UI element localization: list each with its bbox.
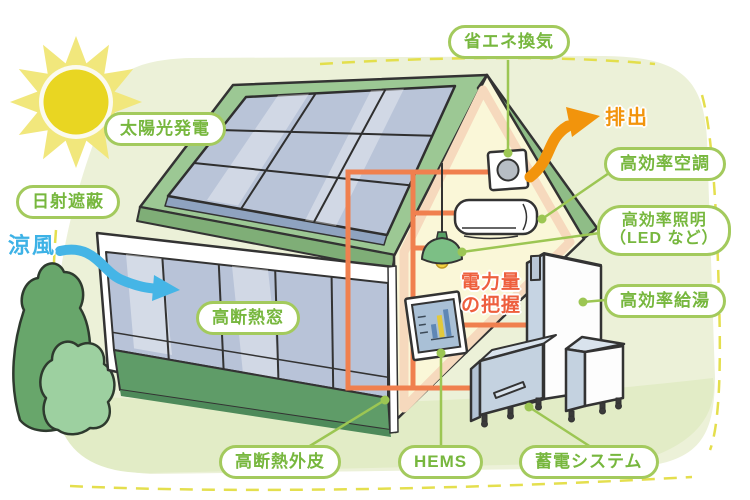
annotation-power-line2: の把握 (461, 294, 522, 316)
hems-monitor-icon (404, 290, 469, 362)
solar-panel (164, 84, 457, 246)
insulation-layer (399, 85, 575, 413)
leader-dots (380, 148, 588, 412)
exhaust-arrow-icon (524, 107, 600, 183)
label-efficient-lighting: 高効率照明 （LED など） (597, 205, 732, 256)
annotation-exhaust: 排出 (605, 107, 649, 129)
label-efficient-hot-water: 高効率給湯 (604, 284, 726, 318)
sun-icon (10, 36, 142, 168)
annotation-cool-breeze: 涼風 (8, 233, 57, 258)
label-battery-system: 蓄電システム (519, 445, 659, 479)
cool-breeze-arrow-icon (55, 244, 180, 301)
corner-edge (387, 265, 399, 434)
label-solar-shading: 日射遮蔽 (16, 185, 120, 219)
leader-lines (299, 60, 613, 454)
label-hems: HEMS (398, 445, 484, 479)
pendant-lamp-icon (420, 163, 464, 269)
label-insulated-envelope: 高断熱外皮 (219, 445, 341, 479)
label-insulated-window: 高断熱窓 (196, 301, 300, 335)
trees-icon (12, 262, 116, 436)
label-efficient-lighting-line2: （LED など） (610, 230, 719, 248)
label-efficient-lighting-line1: 高効率照明 (621, 212, 707, 229)
label-solar-power: 太陽光発電 (104, 112, 226, 146)
label-efficient-ac: 高効率空調 (604, 147, 726, 181)
air-conditioner-icon (453, 198, 539, 240)
annotation-power-monitoring: 電力量 の把握 (461, 272, 521, 318)
annotation-power-line1: 電力量 (461, 272, 522, 293)
label-energy-saving-ventilation: 省エネ換気 (448, 25, 570, 59)
battery-units-icon (469, 334, 626, 428)
ventilation-fan-icon (486, 148, 530, 192)
